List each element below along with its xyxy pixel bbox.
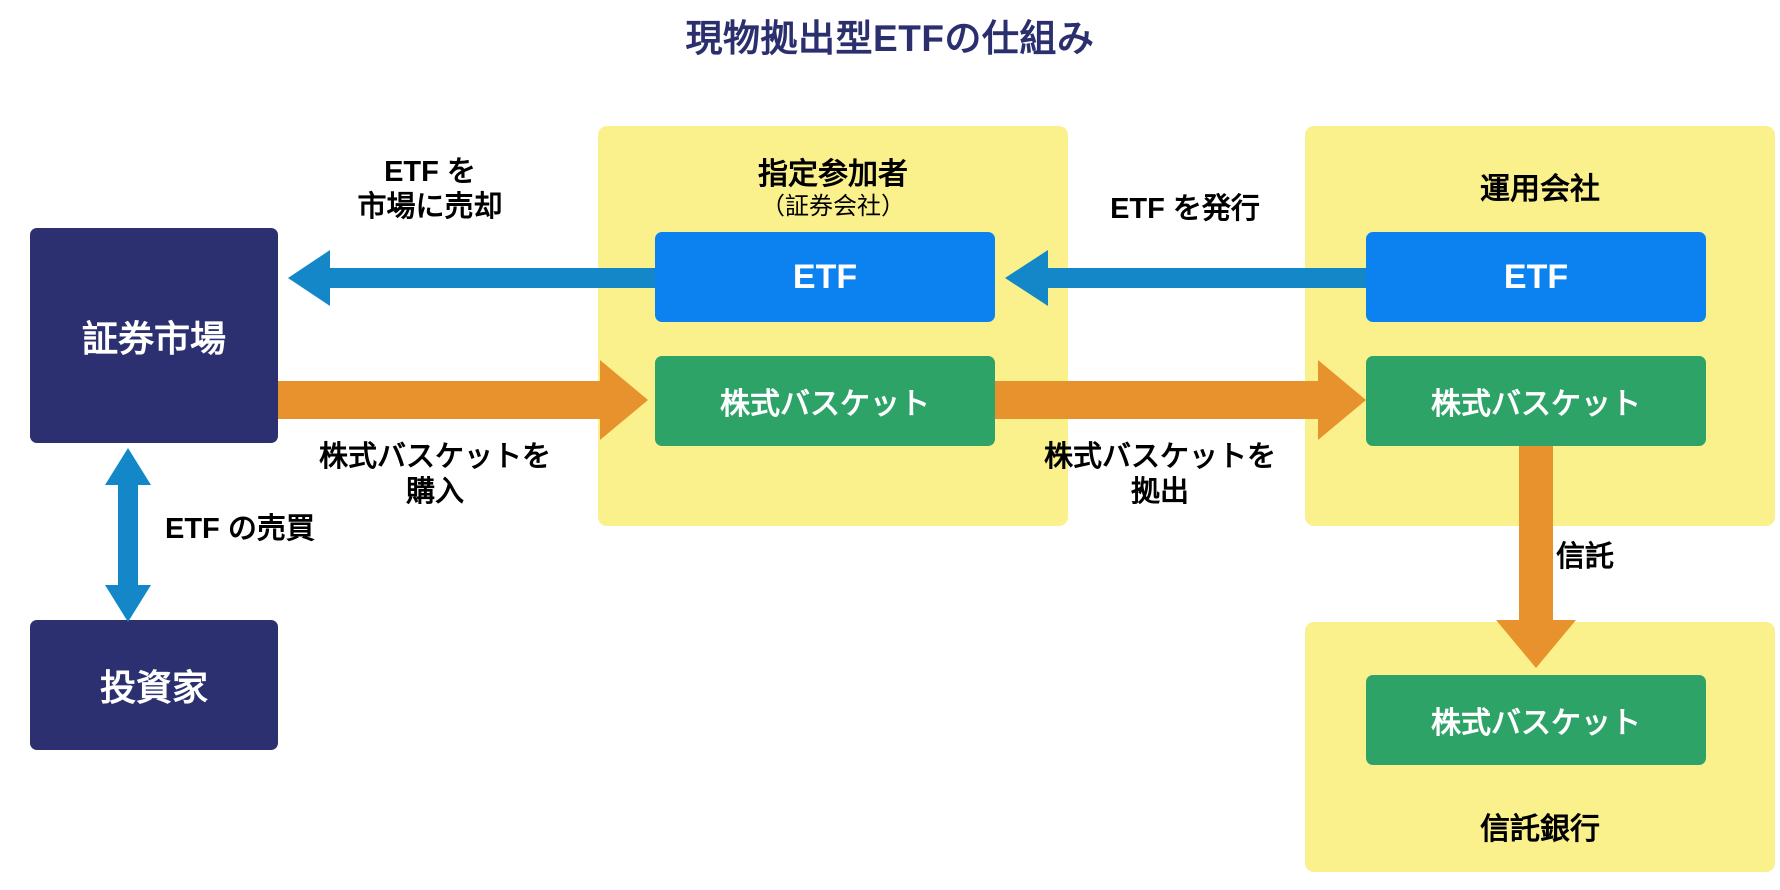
label-sell-etf-to-market-line1: ETF を [384, 156, 476, 188]
box-trust-stock-basket[interactable]: 株式バスケット [1366, 675, 1706, 765]
arrow-etf-trading [105, 448, 151, 622]
panel-designated-participant-subtitle: （証券会社） [761, 193, 905, 220]
label-issue-etf-line1: ETF を発行 [1110, 193, 1260, 225]
arrow-buy-stock-basket [278, 360, 648, 440]
box-am-etf[interactable]: ETF [1366, 232, 1706, 322]
box-investor[interactable]: 投資家 [30, 620, 278, 750]
box-am-stock-basket[interactable]: 株式バスケット [1366, 356, 1706, 446]
label-contribute-stock-basket: 株式バスケットを 拠出 [1015, 440, 1305, 511]
box-ap-etf[interactable]: ETF [655, 232, 995, 322]
label-sell-etf-to-market: ETF を 市場に売却 [290, 155, 570, 226]
box-ap-stock-basket[interactable]: 株式バスケット [655, 356, 995, 446]
label-buy-stock-basket: 株式バスケットを 購入 [290, 440, 580, 511]
panel-designated-participant: 指定参加者 （証券会社） [598, 126, 1068, 526]
label-contribute-stock-basket-line1: 株式バスケットを [1043, 441, 1276, 473]
label-entrust: 信託 [1556, 541, 1615, 573]
label-contribute-stock-basket-line2: 拠出 [1130, 476, 1189, 509]
box-securities-market[interactable]: 証券市場 [30, 228, 278, 443]
label-etf-trading: ETF の売買 [165, 513, 315, 545]
label-sell-etf-to-market-line2: 市場に売却 [357, 191, 503, 224]
page-title: 現物拠出型ETFの仕組み [685, 18, 1095, 59]
label-buy-stock-basket-line1: 株式バスケットを [318, 441, 551, 473]
label-buy-stock-basket-line2: 購入 [405, 476, 464, 509]
panel-designated-participant-title: 指定参加者 [758, 158, 908, 191]
panel-asset-manager: 運用会社 [1305, 126, 1775, 526]
panel-asset-manager-title: 運用会社 [1480, 173, 1600, 206]
label-issue-etf: ETF を発行 [1035, 192, 1335, 227]
panel-trust-bank-title: 信託銀行 [1480, 813, 1600, 846]
